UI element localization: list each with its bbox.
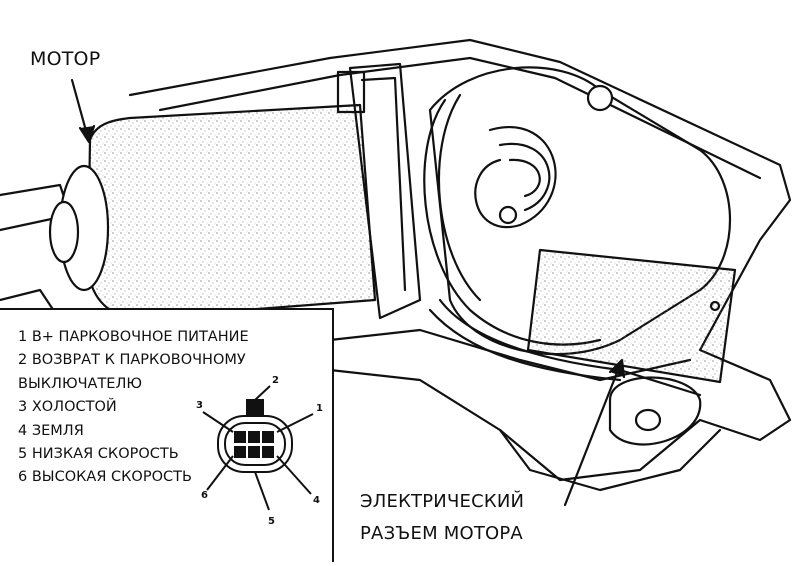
connector-pinout-diagram bbox=[202, 385, 314, 511]
connector-leader-head bbox=[608, 358, 626, 379]
pinout-inner bbox=[224, 422, 286, 466]
gear-housing bbox=[428, 66, 732, 356]
coil-2 bbox=[498, 142, 551, 212]
plate-tab bbox=[336, 70, 366, 114]
pin-number-4: 4 bbox=[313, 495, 320, 506]
pin-number-5: 5 bbox=[268, 516, 275, 527]
gear-plate-rib bbox=[360, 76, 407, 292]
mounting-bracket bbox=[128, 38, 792, 482]
legend-item-2: 2 ВОЗВРАТ К ПАРКОВОЧНОМУ bbox=[18, 352, 246, 369]
connector-label-line1: ЭЛЕКТРИЧЕСКИЙ bbox=[360, 491, 525, 512]
pin-number-1: 1 bbox=[316, 403, 323, 414]
connector-label: ЭЛЕКТРИЧЕСКИЙ РАЗЪЕМ МОТОРА bbox=[360, 486, 524, 550]
coil-3 bbox=[508, 158, 541, 198]
pin-cell-top-mid bbox=[248, 431, 260, 443]
pin-number-6: 6 bbox=[201, 490, 208, 501]
housing-wire-2 bbox=[437, 93, 482, 302]
connector-label-line2: РАЗЪЕМ МОТОРА bbox=[360, 523, 523, 544]
crank-hole bbox=[634, 408, 662, 432]
legend-item-5: 5 НИЗКАЯ СКОРОСТЬ bbox=[18, 446, 179, 463]
pin-number-2: 2 bbox=[272, 375, 279, 386]
pin-leader-3 bbox=[202, 411, 234, 433]
pin-cell-top-right bbox=[262, 431, 274, 443]
legend-item-1: 1 В+ ПАРКОВОЧНОЕ ПИТАНИЕ bbox=[18, 329, 249, 345]
bracket-inner-edge bbox=[158, 56, 762, 180]
legend-item-3: 3 ХОЛОСТОЙ bbox=[18, 399, 117, 416]
pin-number-3: 3 bbox=[196, 400, 203, 411]
pin-leader-4 bbox=[276, 455, 312, 495]
legend-item-6: 6 ВЫСОКАЯ СКОРОСТЬ bbox=[18, 469, 192, 486]
mount-bolt-side bbox=[498, 205, 518, 225]
motor-connector bbox=[526, 248, 737, 384]
motor-label: МОТОР bbox=[30, 48, 101, 70]
connector-pin bbox=[709, 300, 721, 312]
legend-item-4: 4 ЗЕМЛЯ bbox=[18, 422, 84, 439]
gear-plate bbox=[348, 62, 422, 320]
wiring-harness-2 bbox=[428, 308, 622, 382]
motor-body bbox=[86, 103, 377, 320]
pin-leader-5 bbox=[254, 471, 270, 511]
wiring-harness bbox=[438, 298, 702, 397]
pin-cell-bottom-right bbox=[262, 446, 274, 458]
pinout-key-tab bbox=[246, 399, 264, 415]
legend-item-2-cont: ВЫКЛЮЧАТЕЛЮ bbox=[18, 375, 143, 392]
connector-leader-line bbox=[563, 363, 622, 507]
pin-leader-1 bbox=[276, 413, 314, 433]
mount-bolt-top bbox=[586, 84, 614, 112]
bracket-arm bbox=[498, 428, 722, 492]
pin-leader-2 bbox=[254, 385, 271, 401]
motor-leader-head bbox=[78, 124, 96, 144]
coil-1 bbox=[474, 126, 557, 229]
pin-cell-top-left bbox=[234, 431, 246, 443]
motor-shaft-boss bbox=[48, 200, 80, 264]
pinout-legend-panel bbox=[0, 308, 334, 562]
pin-leader-6 bbox=[206, 455, 234, 491]
pin-cell-bottom-left bbox=[234, 446, 246, 458]
pin-cell-bottom-mid bbox=[248, 446, 260, 458]
pinout-legend: 1 В+ ПАРКОВОЧНОЕ ПИТАНИЕ 2 ВОЗВРАТ К ПАР… bbox=[18, 326, 249, 490]
